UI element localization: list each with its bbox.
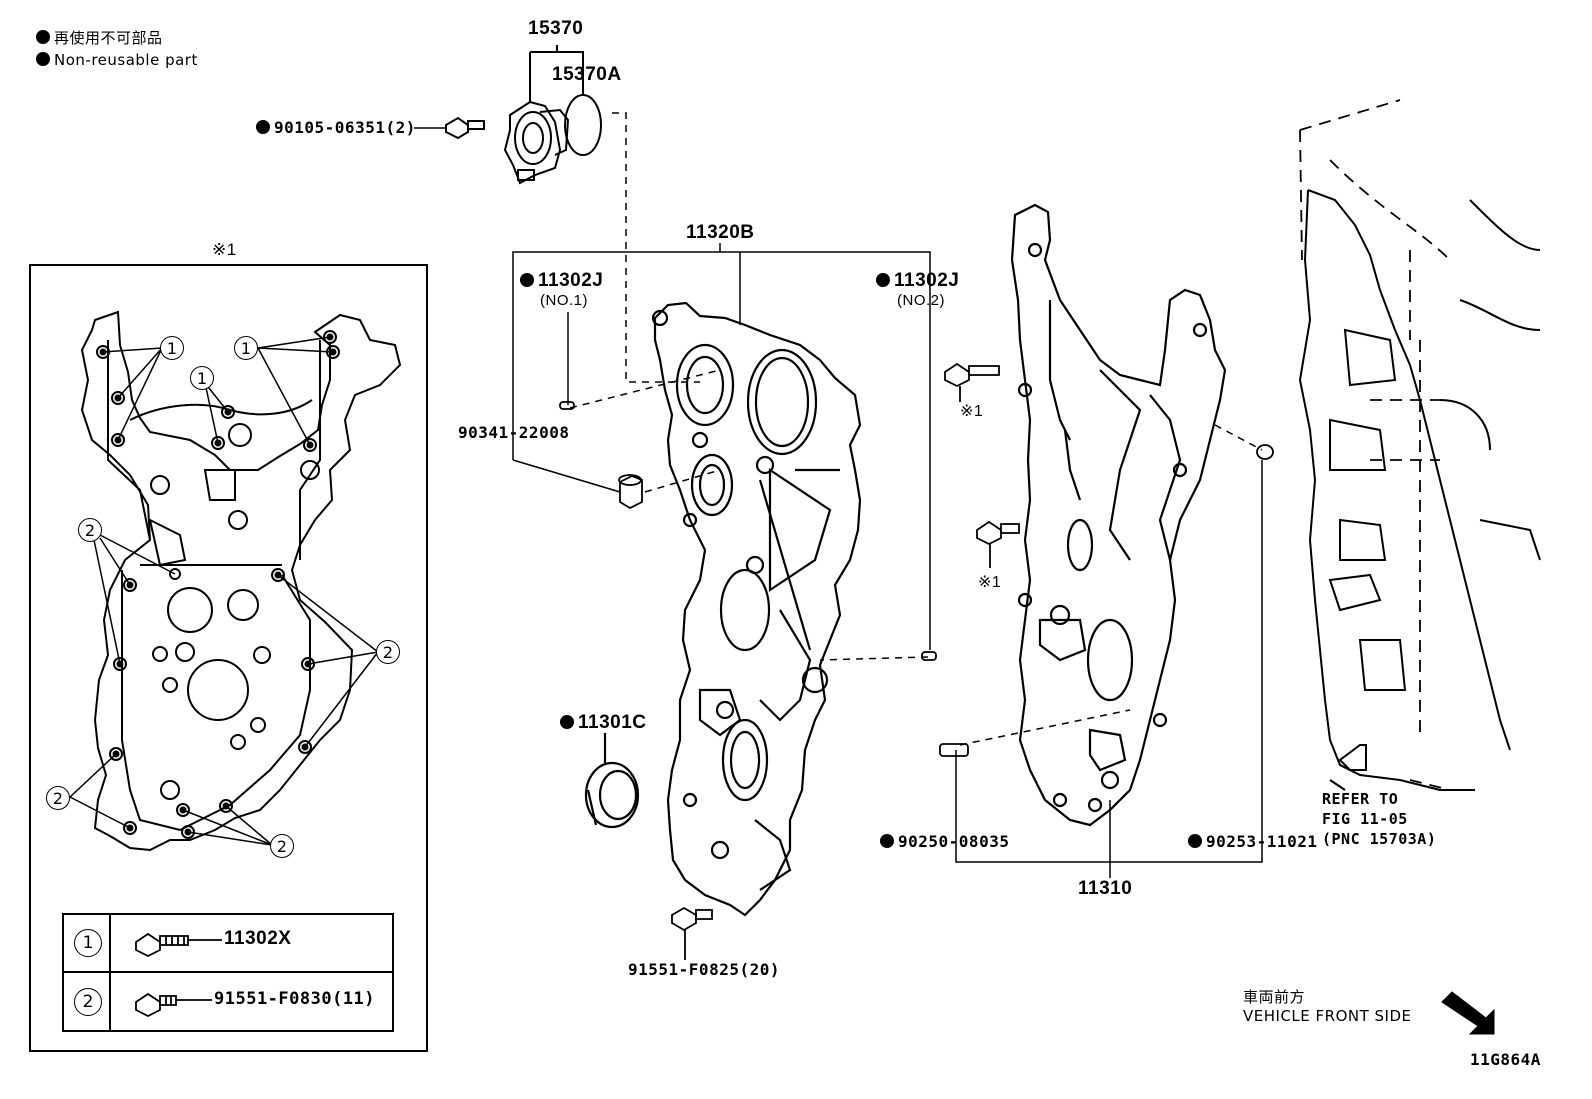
table-part-2[interactable]: 91551-F0830(11) bbox=[214, 989, 376, 1009]
non-reusable-dot-icon bbox=[560, 715, 574, 729]
non-reusable-dot-icon bbox=[256, 120, 270, 134]
timing-cover-drawing bbox=[651, 301, 862, 917]
part-15370A[interactable]: 15370A bbox=[552, 64, 622, 85]
direction-ja: 車両前方 bbox=[1243, 988, 1306, 1006]
callout-2: 2 bbox=[46, 786, 70, 810]
engine-block-drawing bbox=[1298, 189, 1541, 791]
bolt-91551-drawing bbox=[671, 906, 713, 960]
part-90105-text: 90105-06351(2) bbox=[274, 118, 416, 137]
part-90253-text: 90253-11021 bbox=[1206, 832, 1318, 851]
gasket-leader-lines bbox=[69, 336, 379, 846]
part-15370[interactable]: 15370 bbox=[528, 18, 584, 39]
non-reusable-dot-icon bbox=[36, 52, 50, 66]
part-11310[interactable]: 11310 bbox=[1078, 878, 1133, 899]
ref-note-2: ※1 bbox=[978, 574, 1002, 591]
table-part-1[interactable]: 11302X bbox=[224, 928, 292, 949]
part-11302J-no2[interactable]: 11302J bbox=[876, 270, 959, 292]
table-index-2: 2 bbox=[74, 988, 102, 1016]
part-90253[interactable]: 90253-11021 bbox=[1188, 832, 1317, 851]
bracket-11310 bbox=[955, 460, 1263, 878]
refer-line-3: (PNC 15703A) bbox=[1322, 830, 1437, 848]
part-11302J-no1-sub: (NO.1) bbox=[540, 292, 588, 309]
pump-dashed-links bbox=[612, 112, 700, 383]
part-11320B[interactable]: 11320B bbox=[686, 222, 755, 243]
engine-block-dashed bbox=[1299, 99, 1451, 791]
chain-case-drawing bbox=[1010, 203, 1227, 827]
callout-1: 1 bbox=[160, 336, 184, 360]
oil-seal-drawing bbox=[584, 733, 640, 829]
ref-note-1: ※1 bbox=[960, 403, 984, 420]
non-reusable-dot-icon bbox=[1188, 834, 1202, 848]
water-pump-drawing bbox=[445, 45, 602, 185]
part-90341[interactable]: 90341-22008 bbox=[458, 423, 570, 442]
callout-1: 1 bbox=[234, 336, 258, 360]
diagram-code: 11G864A bbox=[1470, 1050, 1541, 1069]
legend-en: Non-reusable part bbox=[36, 51, 198, 69]
part-11301C-text: 11301C bbox=[578, 712, 647, 733]
part-11301C[interactable]: 11301C bbox=[560, 712, 647, 734]
legend-ja: 再使用不可部品 bbox=[36, 27, 163, 48]
part-11302J-no2-text: 11302J bbox=[894, 270, 960, 291]
callout-2: 2 bbox=[78, 518, 102, 542]
bracket-11320B bbox=[512, 243, 931, 650]
dowel-pins bbox=[559, 401, 1274, 757]
cover-dashed-links bbox=[569, 369, 1263, 746]
part-11302J-no1[interactable]: 11302J bbox=[520, 270, 603, 292]
callout-1: 1 bbox=[190, 366, 214, 390]
vehicle-front-arrow bbox=[1441, 991, 1495, 1035]
table-bolt-icons bbox=[135, 932, 222, 1018]
refer-line-2[interactable]: FIG 11-05 bbox=[1322, 810, 1408, 828]
legend-ja-text: 再使用不可部品 bbox=[54, 29, 163, 47]
table-index-1: 1 bbox=[74, 929, 102, 957]
refer-line-1: REFER TO bbox=[1322, 790, 1399, 808]
callout-2: 2 bbox=[376, 640, 400, 664]
non-reusable-dot-icon bbox=[876, 273, 890, 287]
part-11302J-no2-sub: (NO.2) bbox=[897, 292, 945, 309]
gasket-drawing bbox=[80, 310, 402, 852]
part-90250[interactable]: 90250-08035 bbox=[880, 832, 1009, 851]
legend-en-text: Non-reusable part bbox=[54, 51, 198, 69]
part-90250-text: 90250-08035 bbox=[898, 832, 1010, 851]
non-reusable-dot-icon bbox=[880, 834, 894, 848]
part-91551[interactable]: 91551-F0825(20) bbox=[628, 960, 780, 979]
part-90105[interactable]: 90105-06351(2) bbox=[256, 118, 416, 137]
callout-2: 2 bbox=[270, 834, 294, 858]
inset-title: ※1 bbox=[212, 240, 237, 259]
part-11302J-no1-text: 11302J bbox=[538, 270, 604, 291]
inset-frame bbox=[29, 264, 428, 1052]
chain-case-bolts bbox=[944, 362, 1020, 568]
direction-en: VEHICLE FRONT SIDE bbox=[1243, 1007, 1412, 1025]
non-reusable-dot-icon bbox=[36, 30, 50, 44]
non-reusable-dot-icon bbox=[520, 273, 534, 287]
